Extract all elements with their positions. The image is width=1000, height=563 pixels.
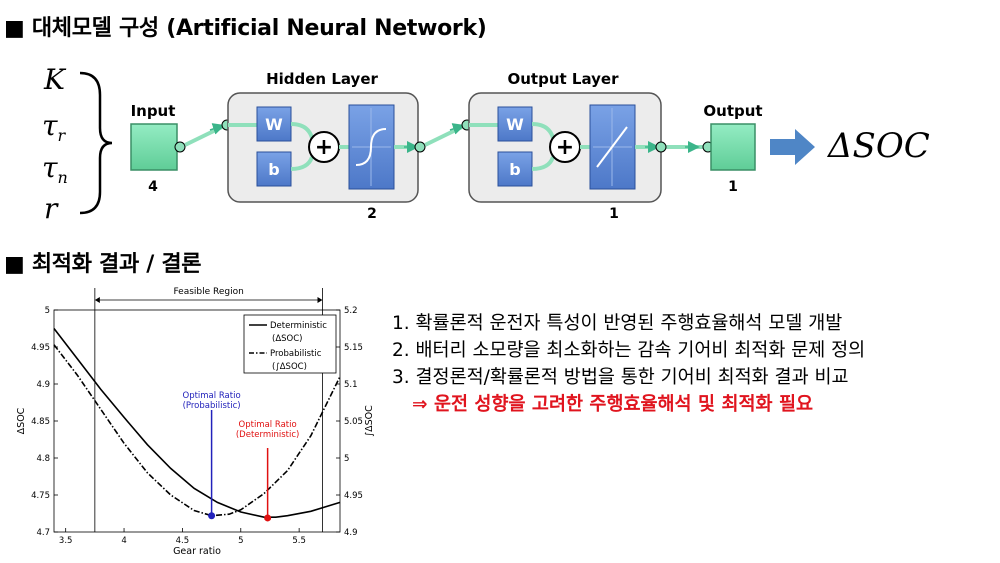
hidden-weight-label: W <box>265 115 283 134</box>
input-brace <box>79 71 113 215</box>
conclusion-highlight: ⇒ 운전 성향을 고려한 주행효율해석 및 최적화 필요 <box>412 394 813 415</box>
series-line-probabilistic <box>53 344 341 517</box>
conclusion-list: 1. 확률론적 운전자 특성이 반영된 주행효율해석 모델 개발 2. 배터리 … <box>392 310 865 418</box>
x-tick-label: 3.5 <box>59 536 73 546</box>
y-left-tick-label: 4.9 <box>36 380 50 390</box>
annotation-label: (Probabilistic) <box>183 401 241 411</box>
link-input-hidden <box>184 125 223 147</box>
optimal-point <box>264 514 272 522</box>
hidden-bias-label: b <box>268 160 279 179</box>
y-left-tick-label: 4.75 <box>31 491 50 501</box>
output-bias-box <box>497 151 533 187</box>
conclusion-item-2: 2. 배터리 소모량을 최소화하는 감속 기어비 최적화 문제 정의 <box>392 340 866 361</box>
annotation-label: Optimal Ratio <box>183 391 241 401</box>
plus-icon: + <box>315 135 333 160</box>
sigmoid-icon <box>355 128 387 166</box>
connector-node <box>414 141 426 153</box>
y-right-tick-label: 4.9 <box>344 528 358 538</box>
x-tick-label: 5.5 <box>292 536 306 546</box>
y-right-tick-label: 5.2 <box>344 306 358 316</box>
section-heading-result: ■ 최적화 결과 / 결론 <box>4 252 202 277</box>
input-count: 4 <box>148 179 158 195</box>
link <box>531 156 555 171</box>
output-label: Output <box>703 102 762 120</box>
y-right-axis-label: ∫ΔSOC <box>364 405 375 437</box>
legend-entry: Deterministic <box>270 321 327 331</box>
hidden-layer-title: Hidden Layer <box>266 70 378 88</box>
legend-entry: (∫ΔSOC) <box>272 362 307 372</box>
y-left-axis-label: ΔSOC <box>16 407 27 434</box>
y-left-tick-label: 4.8 <box>36 454 50 464</box>
hidden-weight-box <box>256 106 292 142</box>
y-right-tick-label: 5 <box>344 454 349 464</box>
arrow-icon <box>449 123 465 135</box>
output-layer-title: Output Layer <box>508 70 620 88</box>
neural-network-diagram: K τr τn r Input 4 Hidden Layer 2 W b + O… <box>42 63 930 225</box>
conclusion-item-3: 3. 결정론적/확률론적 방법을 통한 기어비 최적화 결과 비교 <box>392 367 849 388</box>
series-line-deterministic <box>53 328 341 518</box>
optimization-chart: 3.5 4 4.5 5 5.5 4.7 4.75 4.8 4.85 4.9 4.95 5 4.9 4.95… <box>16 287 375 557</box>
y-left-tick-label: 4.95 <box>31 343 50 353</box>
optimal-point <box>208 512 216 520</box>
hidden-layer-count: 2 <box>367 206 377 222</box>
x-axis-label: Gear ratio <box>173 546 221 557</box>
y-left-tick-label: 5 <box>45 306 50 316</box>
input-var-tau-n: τn <box>42 151 68 187</box>
input-node <box>130 123 178 171</box>
legend-entry: (ΔSOC) <box>272 334 302 344</box>
arrow-icon <box>209 123 225 135</box>
y-right-tick-label: 4.95 <box>344 491 363 501</box>
connector-node <box>655 141 667 153</box>
y-right-tick-label: 5.1 <box>344 380 358 390</box>
annotation-label: Optimal Ratio <box>239 420 297 430</box>
conclusion-item-1: 1. 확률론적 운전자 특성이 반영된 주행효율해석 모델 개발 <box>392 313 843 334</box>
y-left-tick-label: 4.7 <box>36 528 50 538</box>
annotation-label: (Deterministic) <box>236 430 300 440</box>
input-label: Input <box>131 102 176 120</box>
input-variables: K τr τn r <box>42 63 68 225</box>
y-left-tick-label: 4.85 <box>31 417 50 427</box>
link <box>290 122 314 139</box>
plus-icon: + <box>556 135 574 160</box>
input-var-r: r <box>44 192 59 225</box>
chart-title: Feasible Region <box>173 287 243 297</box>
x-tick-label: 4.5 <box>176 536 190 546</box>
input-var-k: K <box>43 63 67 96</box>
linear-icon <box>596 126 628 168</box>
section-heading-surrogate: ■ 대체모델 구성 (Artificial Neural Network) <box>4 16 487 41</box>
output-layer-count: 1 <box>609 206 619 222</box>
connector-node <box>174 141 186 153</box>
feasible-arrow-right-icon <box>317 297 323 303</box>
output-weight-label: W <box>506 115 524 134</box>
hidden-bias-box <box>256 151 292 187</box>
input-var-tau-r: τr <box>42 109 67 145</box>
output-bias-label: b <box>509 160 520 179</box>
link <box>290 156 314 171</box>
y-right-tick-label: 5.15 <box>344 343 363 353</box>
result-arrow-icon <box>770 129 815 165</box>
delta-soc-label: ΔSOC <box>826 126 930 166</box>
x-tick-label: 4 <box>121 536 126 546</box>
link <box>531 122 555 139</box>
output-count: 1 <box>728 179 738 195</box>
feasible-arrow-left-icon <box>94 297 100 303</box>
y-right-tick-label: 5.05 <box>344 417 363 427</box>
output-node <box>710 123 756 171</box>
x-tick-label: 5 <box>238 536 243 546</box>
legend-entry: Probabilistic <box>270 349 322 359</box>
output-weight-box <box>497 106 533 142</box>
link-hidden-output <box>424 125 463 147</box>
